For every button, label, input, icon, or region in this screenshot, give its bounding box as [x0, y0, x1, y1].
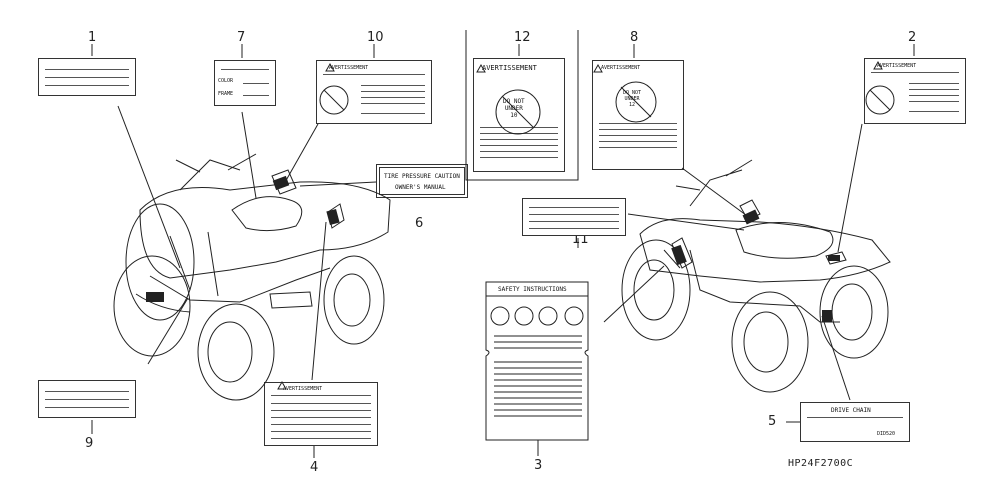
callout-7: 7 [237, 30, 246, 45]
label-8-sign-text: DO NOT UNDER 12 [623, 90, 642, 108]
callout-5: 5 [768, 414, 777, 429]
leader-7 [241, 111, 257, 199]
callout-6: 6 [415, 216, 424, 231]
callout-2: 2 [908, 30, 917, 45]
label-2-sign [865, 85, 895, 115]
label-10-warning-icon [325, 62, 335, 72]
label-4: AVERTISSEMENT [264, 382, 378, 446]
callout-4: 4 [310, 460, 319, 475]
label-8-header: AVERTISSEMENT [601, 65, 641, 71]
leader-5 [821, 315, 851, 401]
label-3-header: SAFETY INSTRUCTIONS [498, 286, 567, 293]
label-4-header: AVERTISSEMENT [283, 386, 323, 392]
label-10: AVERTISSEMENT [316, 60, 432, 124]
callout-10: 10 [367, 30, 384, 45]
label-2-header: AVERTISSEMENT [877, 63, 917, 69]
label-2-warning-icon [873, 60, 883, 70]
label-4-warning-icon [277, 380, 287, 390]
label-3-outline [485, 281, 589, 441]
label-10-sign [319, 85, 349, 115]
label-6: TIRE PRESSURE CAUTION OWNER'S MANUAL [376, 164, 468, 198]
label-3-circle-3 [538, 306, 558, 326]
callout-12: 12 [514, 30, 531, 45]
label-9 [38, 380, 136, 418]
label-8: AVERTISSEMENT [592, 60, 684, 170]
label-3-circle-2 [514, 306, 534, 326]
label-8-warning-icon [593, 63, 603, 73]
atv-left-outline [113, 153, 391, 401]
leader-4 [311, 221, 327, 381]
leader-10 [283, 123, 319, 185]
label-12-header: AVERTISSEMENT [482, 64, 537, 72]
center-frame [465, 30, 579, 181]
atv-right-outline [621, 159, 891, 393]
label-12-warning-icon [476, 63, 486, 73]
callout-8: 8 [630, 30, 639, 45]
label-5: DRIVE CHAIN DID520 [800, 402, 910, 442]
label-6-line1: TIRE PRESSURE CAUTION [384, 173, 460, 180]
label-12-sign [495, 89, 541, 135]
leader-11 [627, 213, 745, 231]
label-12-sign-text: DO NOT UNDER 10 [503, 98, 525, 119]
diagram-code: HP24F2700C [788, 458, 854, 469]
label-12: AVERTISSEMENT [473, 58, 565, 172]
label-5-sub: DID520 [877, 431, 896, 437]
label-3-circle-4 [564, 306, 584, 326]
label-8-sign [615, 81, 657, 123]
label-1 [38, 58, 136, 96]
leader-1 [117, 105, 181, 269]
callout-3: 3 [534, 458, 543, 473]
label-5-title: DRIVE CHAIN [831, 407, 871, 414]
label-7: COLOR FRAME [214, 60, 276, 106]
label-7-frame: FRAME [218, 91, 234, 97]
leader-6 [299, 181, 377, 187]
leader-9 [147, 297, 189, 365]
label-7-color: COLOR [218, 78, 234, 84]
label-11 [522, 198, 626, 236]
leader-8 [681, 167, 751, 219]
callout-9: 9 [85, 436, 94, 451]
label-10-header: AVERTISSEMENT [329, 65, 369, 71]
callout-1: 1 [88, 30, 97, 45]
label-3-circle-1 [490, 306, 510, 326]
leader-2 [837, 123, 863, 253]
label-6-line2: OWNER'S MANUAL [395, 184, 446, 191]
